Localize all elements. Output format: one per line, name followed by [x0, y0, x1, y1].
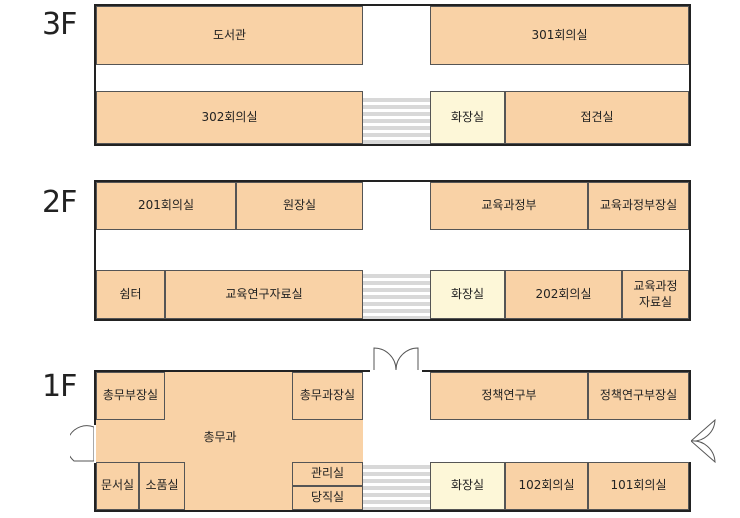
- room-label: 교육과정부장실: [599, 198, 678, 213]
- room-night-duty[interactable]: 당직실: [292, 486, 363, 510]
- room-policy-research-head[interactable]: 정책연구부장실: [588, 372, 689, 420]
- room-label: 교육연구자료실: [225, 286, 303, 301]
- room-label: 화장실: [450, 286, 485, 301]
- room-meeting-302[interactable]: 302회의실: [96, 91, 363, 144]
- room-records[interactable]: 문서실: [96, 462, 139, 510]
- restroom-1f[interactable]: 화장실: [430, 462, 505, 510]
- restroom-2f[interactable]: 화장실: [430, 270, 505, 319]
- room-reception[interactable]: 접견실: [505, 91, 689, 144]
- room-label: 접견실: [580, 109, 614, 124]
- room-policy-research[interactable]: 정책연구부: [430, 372, 588, 420]
- room-label: 301회의실: [531, 27, 588, 42]
- west-door-gap: [92, 425, 96, 463]
- room-label: 당직실: [310, 490, 345, 505]
- room-label: 정책연구부: [481, 388, 537, 403]
- room-director[interactable]: 원장실: [236, 182, 363, 230]
- east-door-icon[interactable]: [691, 418, 717, 464]
- room-research-materials[interactable]: 교육연구자료실: [165, 270, 363, 319]
- room-label: 201회의실: [137, 198, 195, 213]
- stairs-1f: [363, 465, 430, 510]
- floor-label-1f: 1F: [42, 369, 77, 404]
- room-meeting-101[interactable]: 101회의실: [588, 462, 689, 510]
- room-label: 302회의실: [201, 109, 258, 124]
- room-library[interactable]: 도서관: [96, 6, 363, 65]
- room-general-affairs-section-head[interactable]: 총무과장실: [292, 372, 363, 420]
- front-door-icon[interactable]: [372, 346, 420, 370]
- room-label: 교육과정부: [481, 198, 537, 213]
- room-label: 도서관: [212, 27, 247, 42]
- room-label: 총무과장실: [299, 388, 356, 403]
- west-door-icon[interactable]: [70, 425, 94, 463]
- room-management[interactable]: 관리실: [292, 462, 363, 486]
- floor-label-2f: 2F: [42, 185, 77, 220]
- room-label: 소품실: [145, 478, 179, 493]
- room-curriculum-policy-head[interactable]: 교육과정부장실: [588, 182, 689, 230]
- room-label: 화장실: [450, 478, 485, 493]
- room-meeting-201[interactable]: 201회의실: [96, 182, 236, 230]
- room-label: 쉼터: [119, 286, 142, 301]
- stairs-3f: [363, 98, 430, 144]
- room-supplies[interactable]: 소품실: [139, 462, 185, 510]
- room-label: 원장실: [282, 198, 317, 213]
- room-curriculum-policy[interactable]: 교육과정부: [430, 182, 588, 230]
- room-label: 101회의실: [610, 478, 667, 493]
- room-meeting-301[interactable]: 301회의실: [430, 6, 689, 65]
- room-label: 총무부장실: [102, 388, 159, 403]
- room-label-line-1: 교육과정: [633, 278, 678, 293]
- room-label: 관리실: [310, 466, 345, 481]
- stairs-2f: [363, 274, 430, 319]
- room-label: 202회의실: [535, 286, 592, 301]
- room-label-line-2: 자료실: [638, 294, 673, 309]
- room-label: 102회의실: [518, 478, 575, 493]
- room-label: 문서실: [100, 478, 135, 493]
- room-label: 정책연구부장실: [599, 388, 678, 403]
- room-meeting-102[interactable]: 102회의실: [505, 462, 588, 510]
- room-meeting-202[interactable]: 202회의실: [505, 270, 622, 319]
- front-door-gap: [370, 368, 422, 372]
- room-lounge[interactable]: 쉼터: [96, 270, 165, 319]
- room-label: 총무과: [203, 429, 237, 444]
- restroom-3f[interactable]: 화장실: [430, 91, 505, 144]
- floor-label-3f: 3F: [42, 7, 77, 42]
- room-label: 화장실: [450, 109, 485, 124]
- room-curriculum-materials[interactable]: 교육과정 자료실: [622, 270, 689, 319]
- room-general-affairs-head[interactable]: 총무부장실: [96, 372, 165, 420]
